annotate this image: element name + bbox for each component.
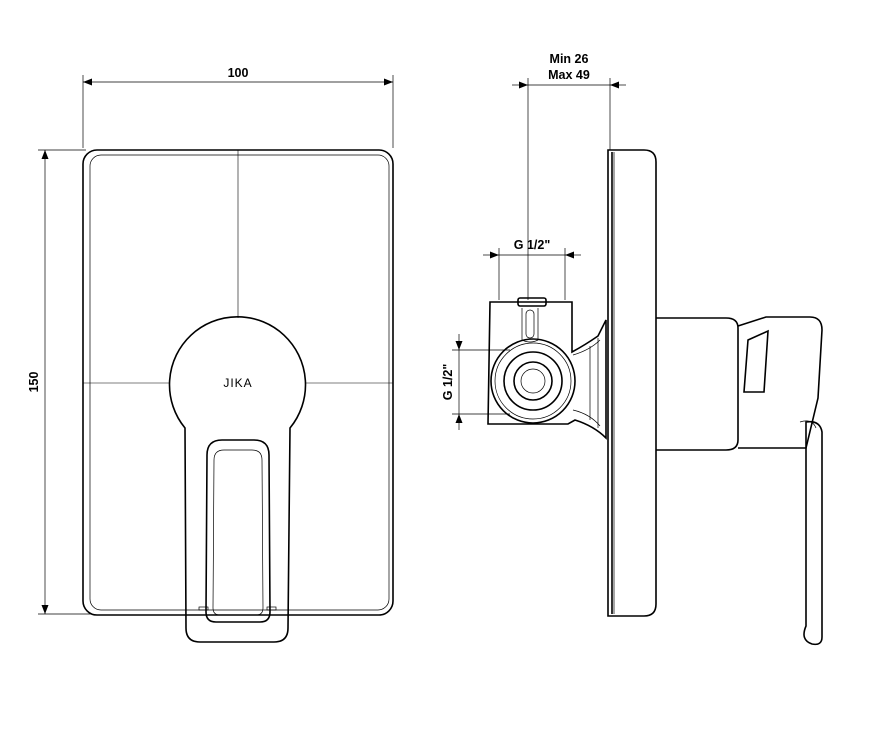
depth-dimension: Min 26 Max 49 [512,52,626,300]
cover-plate-inner-edge [89,154,390,611]
thread-top-dimension: G 1/2" [483,238,581,300]
depth-min-label: Min 26 [550,52,589,66]
height-label: 150 [27,372,41,393]
outlet-nut [490,338,576,424]
wall-plate-side [607,149,657,617]
height-dimension: 150 [27,149,92,615]
lever-side [656,316,823,646]
thread-side-label: G 1/2" [441,364,455,401]
depth-max-label: Max 49 [548,68,590,82]
width-label: 100 [228,66,249,80]
lever-slot [205,439,271,623]
thread-side-dimension: G 1/2" [441,334,510,430]
lever-outline [168,316,307,643]
valve-body [487,297,607,440]
brand-logo: JIKA [223,376,252,390]
side-view: Min 26 Max 49 G 1/2" G 1/2" [441,52,823,646]
width-dimension: 100 [82,66,394,148]
front-view: 100 150 JIKA [27,66,394,643]
thread-top-label: G 1/2" [514,238,551,252]
